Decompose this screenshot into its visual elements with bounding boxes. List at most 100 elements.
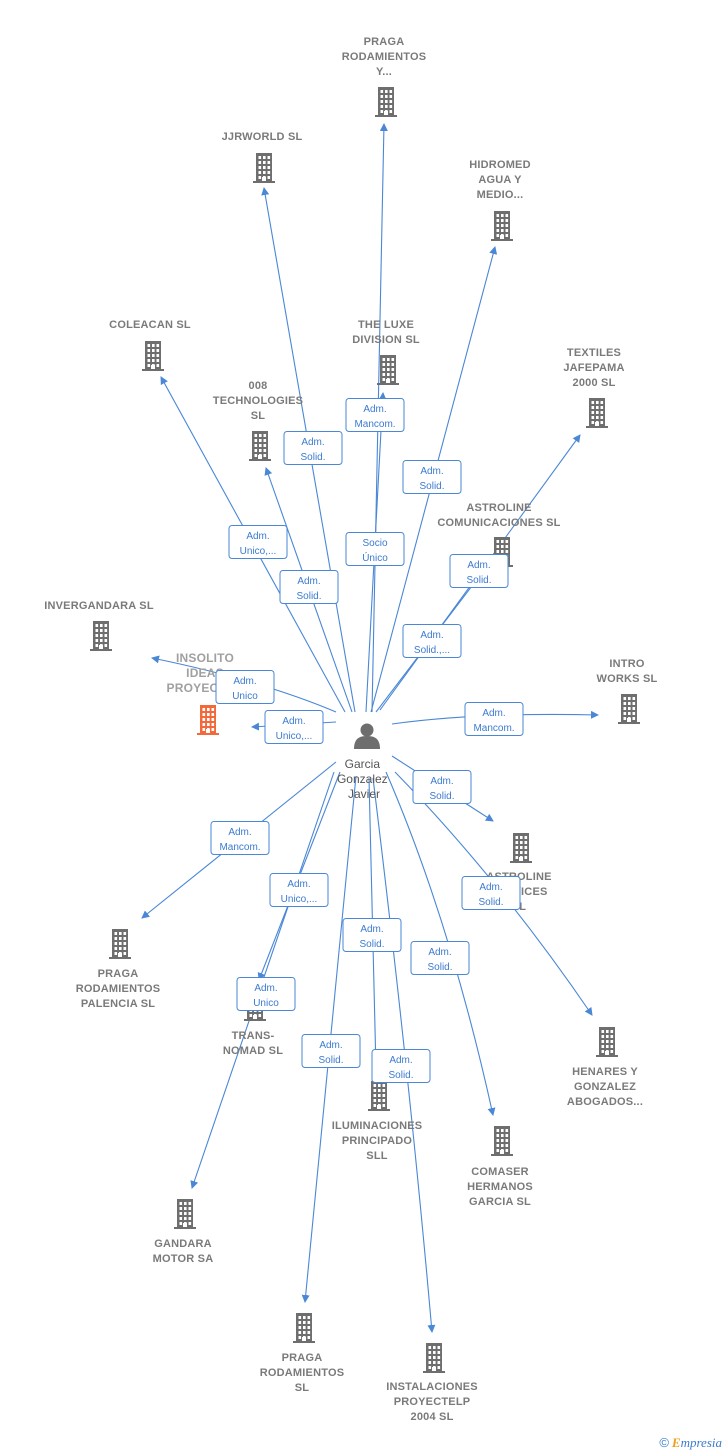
relation-badge[interactable]: Adm.Mancom. [464, 702, 524, 736]
relation-badge-line: Mancom. [354, 419, 395, 430]
person-node[interactable]: Garcia Gonzalez Javier [337, 723, 391, 802]
building-icon [368, 1081, 390, 1111]
building-icon [510, 833, 532, 863]
relation-badge[interactable]: Adm.Solid. [279, 570, 339, 604]
relation-badge-label: Adm.Mancom. [219, 827, 260, 853]
company-label-line: NOMAD SL [223, 1045, 283, 1057]
company-label-line: DIVISION SL [352, 334, 420, 346]
relation-badge[interactable]: Adm.Solid. [410, 941, 470, 975]
relation-badge-line: Adm. [428, 947, 451, 958]
relation-badge-line: Adm. [246, 531, 269, 542]
company-label-line: INSTALACIONES [386, 1381, 478, 1393]
relation-badge-label: Adm.Solid. [466, 560, 491, 586]
building-icon [90, 621, 112, 651]
company-label-line: MOTOR SA [153, 1253, 214, 1265]
relation-badge-line: Adm. [287, 879, 310, 890]
footer-brand[interactable]: ©Empresia [659, 1435, 722, 1451]
relation-badge-label: Adm.Solid. [388, 1055, 413, 1081]
relation-badge[interactable]: Adm.Solid. [449, 554, 509, 588]
relation-badge[interactable]: Adm.Unico [215, 670, 275, 704]
company-node[interactable]: JJRWORLD SL [222, 131, 303, 183]
company-label-line: PRINCIPADO [342, 1135, 412, 1147]
company-label-line: COMASER [471, 1166, 529, 1178]
relation-badge-label: Adm. Mancom. [354, 404, 395, 430]
brand-initial: E [671, 1435, 681, 1450]
relation-badge-label: Adm.Solid.,... [414, 630, 450, 656]
relation-badge[interactable]: Adm.Unico,... [264, 710, 324, 744]
company-label-line: COLEACAN SL [109, 319, 191, 331]
relation-badge-line: Adm. [319, 1040, 342, 1051]
relation-badge-line: Adm. [363, 404, 386, 415]
relation-badge[interactable]: Adm. Mancom. [345, 398, 405, 432]
building-icon [596, 1027, 618, 1057]
building-icon [377, 355, 399, 385]
relation-badge-label: Adm. Solid. [318, 1040, 343, 1066]
company-label-line: WORKS SL [597, 673, 658, 685]
relation-badge[interactable]: Adm.Solid. [342, 918, 402, 952]
svg-text:Garcia Gonzalez Ja: Garcia Gonzalez Javier [337, 757, 391, 801]
company-label-line: GONZALEZ [574, 1081, 636, 1093]
company-label-line: INTRO [609, 658, 644, 670]
relation-badge[interactable]: Adm.Solid. [283, 431, 343, 465]
relation-badge[interactable]: Adm. Unico,... [228, 525, 288, 559]
company-label-line: TEXTILES [567, 347, 621, 359]
company-label-line: TECHNOLOGIES [213, 395, 303, 407]
person-name-line: Javier [348, 787, 380, 801]
company-node[interactable]: INTRO WORKS SL [597, 658, 658, 724]
company-node[interactable]: INVERGANDARA SL [44, 600, 154, 651]
company-label-line: SL [251, 410, 266, 422]
relation-badge-line: Unico [253, 998, 279, 1009]
relation-badge-line: Adm. [479, 882, 502, 893]
relation-badge[interactable]: Adm.Unico [236, 977, 296, 1011]
company-node[interactable]: COLEACAN SL [109, 319, 191, 371]
relation-badge[interactable]: Adm.Solid. [371, 1049, 431, 1083]
company-label-line: INSOLITO [176, 651, 234, 665]
relation-badge-line: Solid. [318, 1055, 343, 1066]
relation-badge[interactable]: Adm.Solid. [402, 460, 462, 494]
relation-badge-line: Solid. [388, 1070, 413, 1081]
company-label-line: PRAGA [364, 36, 405, 48]
relation-badge-line: Unico,... [240, 546, 277, 557]
relation-badge[interactable]: Adm. Unico,... [269, 873, 329, 907]
relation-badge[interactable]: Adm.Solid. [412, 770, 472, 804]
building-icon [197, 705, 219, 735]
relation-badge-label: Adm.Unico [253, 983, 279, 1009]
relation-badge-line: Mancom. [219, 842, 260, 853]
company-label-line: ASTROLINE [466, 502, 531, 514]
relation-badge[interactable]: Adm. Solid. [301, 1034, 361, 1068]
relation-badge[interactable]: Adm.Solid. [461, 876, 521, 910]
relation-badge-line: Adm. [482, 708, 505, 719]
company-label-line: 2004 SL [411, 1411, 454, 1423]
person-name-line: Gonzalez [337, 772, 388, 786]
company-label-line: SLL [366, 1150, 387, 1162]
relation-badge-line: Solid. [359, 939, 384, 950]
relation-badge-label: Adm.Solid. [478, 882, 503, 908]
relation-badge[interactable]: Adm.Mancom. [210, 821, 270, 855]
relation-badge-line: Unico,... [281, 894, 318, 905]
relation-badge[interactable]: Adm.Solid.,... [402, 624, 462, 658]
company-label-line: MEDIO... [477, 189, 524, 201]
building-icon [109, 929, 131, 959]
relation-badge-line: Solid. [429, 791, 454, 802]
